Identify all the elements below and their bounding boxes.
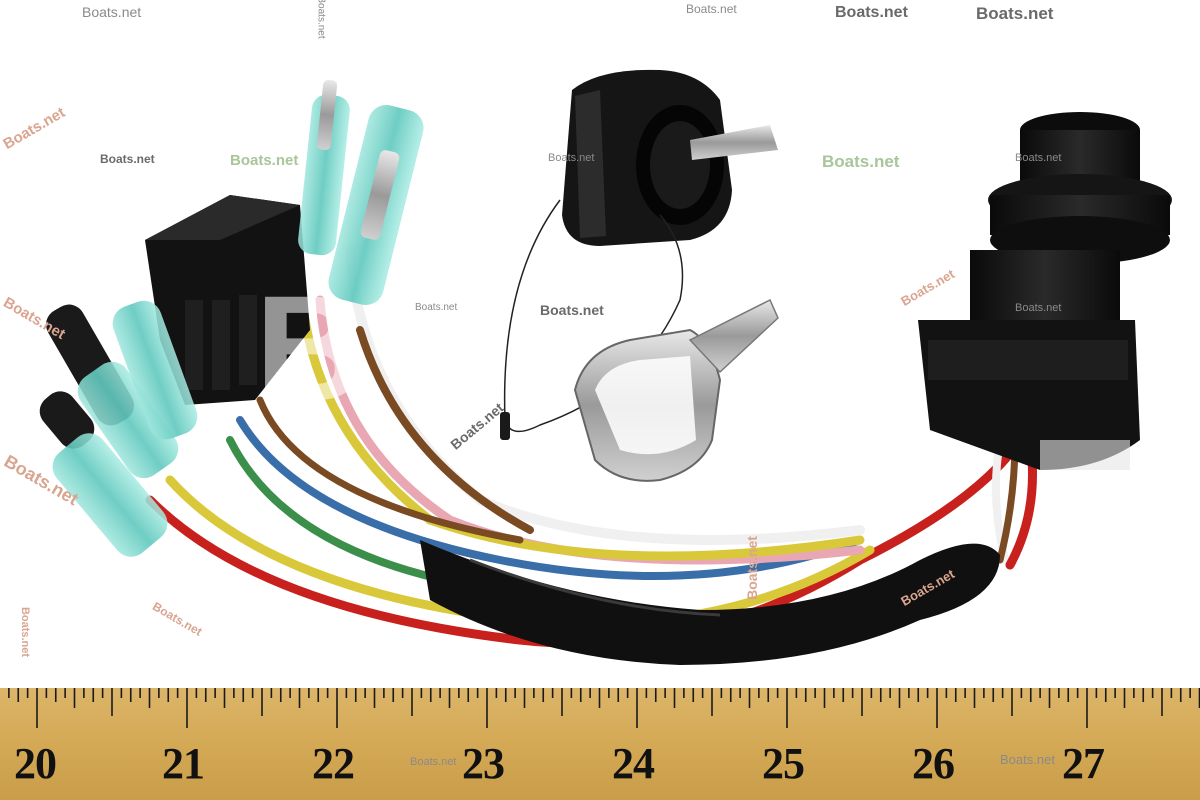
connector-block [145,195,310,405]
large-watermark-letter: B [255,264,363,432]
ruler-number-21: 21 [162,739,205,788]
ruler-number-23: 23 [462,739,505,788]
ruler-number-25: 25 [762,739,805,788]
bullet-connectors-top [298,79,424,305]
ruler-number-27: 27 [1062,739,1105,788]
ruler-number-26: 26 [912,739,955,788]
loose-key [573,298,779,482]
bullet-connectors-left [39,300,198,557]
key-cap [562,69,778,246]
ruler-ticks [8,688,1200,728]
lanyard [503,199,684,433]
lanyard-clip [500,412,510,440]
measuring-ruler [0,688,1200,800]
tape-wrap [420,540,1000,665]
ignition-switch [918,112,1172,470]
ruler-number-22: 22 [312,739,355,788]
ruler-number-20: 20 [14,739,57,788]
ruler-number-24: 24 [612,739,655,788]
